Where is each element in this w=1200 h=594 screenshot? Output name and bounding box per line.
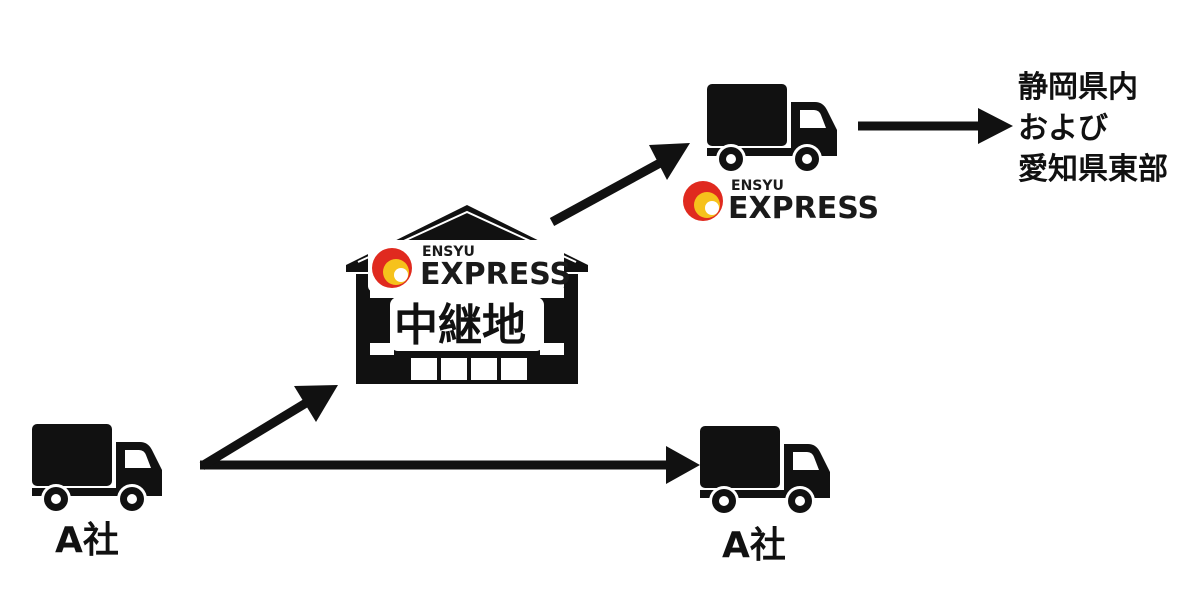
- logo-main-text: EXPRESS: [420, 257, 571, 292]
- destination-line-3: 愛知県東部: [1018, 152, 1168, 187]
- relay-title: 中継地: [390, 297, 544, 351]
- logo-emblem-icon: [683, 181, 723, 221]
- sender-truck-node: A社: [32, 424, 162, 561]
- truck-icon: [32, 424, 162, 514]
- logo-top-text: ENSYU: [731, 178, 784, 194]
- ensyu-express-logo: ENSYU EXPRESS: [683, 178, 879, 226]
- destination-node: 静岡県内 および 愛知県東部: [1018, 70, 1168, 187]
- relay-label: 中継地: [394, 300, 526, 351]
- destination-line-1: 静岡県内: [1018, 70, 1138, 105]
- sender-label: A社: [55, 520, 119, 561]
- logo-emblem-icon: [372, 248, 412, 288]
- arrow-sender-to-relay: [199, 385, 338, 470]
- logo-main-text: EXPRESS: [728, 191, 879, 226]
- direct-truck-label: A社: [722, 525, 786, 566]
- logo-top-text: ENSYU: [422, 244, 475, 260]
- ensyu-truck-node: ENSYU EXPRESS: [683, 84, 879, 226]
- arrow-relay-to-ensyu-truck: [549, 143, 690, 226]
- warehouse-icon: [346, 205, 588, 384]
- arrow-ensyu-truck-to-destination: [858, 108, 1013, 144]
- arrow-sender-to-direct: [200, 446, 700, 484]
- truck-icon: [700, 426, 830, 516]
- relay-warehouse-node: ENSYU EXPRESS 中継地: [346, 205, 588, 384]
- destination-line-2: および: [1018, 111, 1108, 146]
- truck-icon: [707, 84, 837, 174]
- direct-truck-node: A社: [700, 426, 830, 566]
- ensyu-express-logo: ENSYU EXPRESS: [368, 240, 571, 292]
